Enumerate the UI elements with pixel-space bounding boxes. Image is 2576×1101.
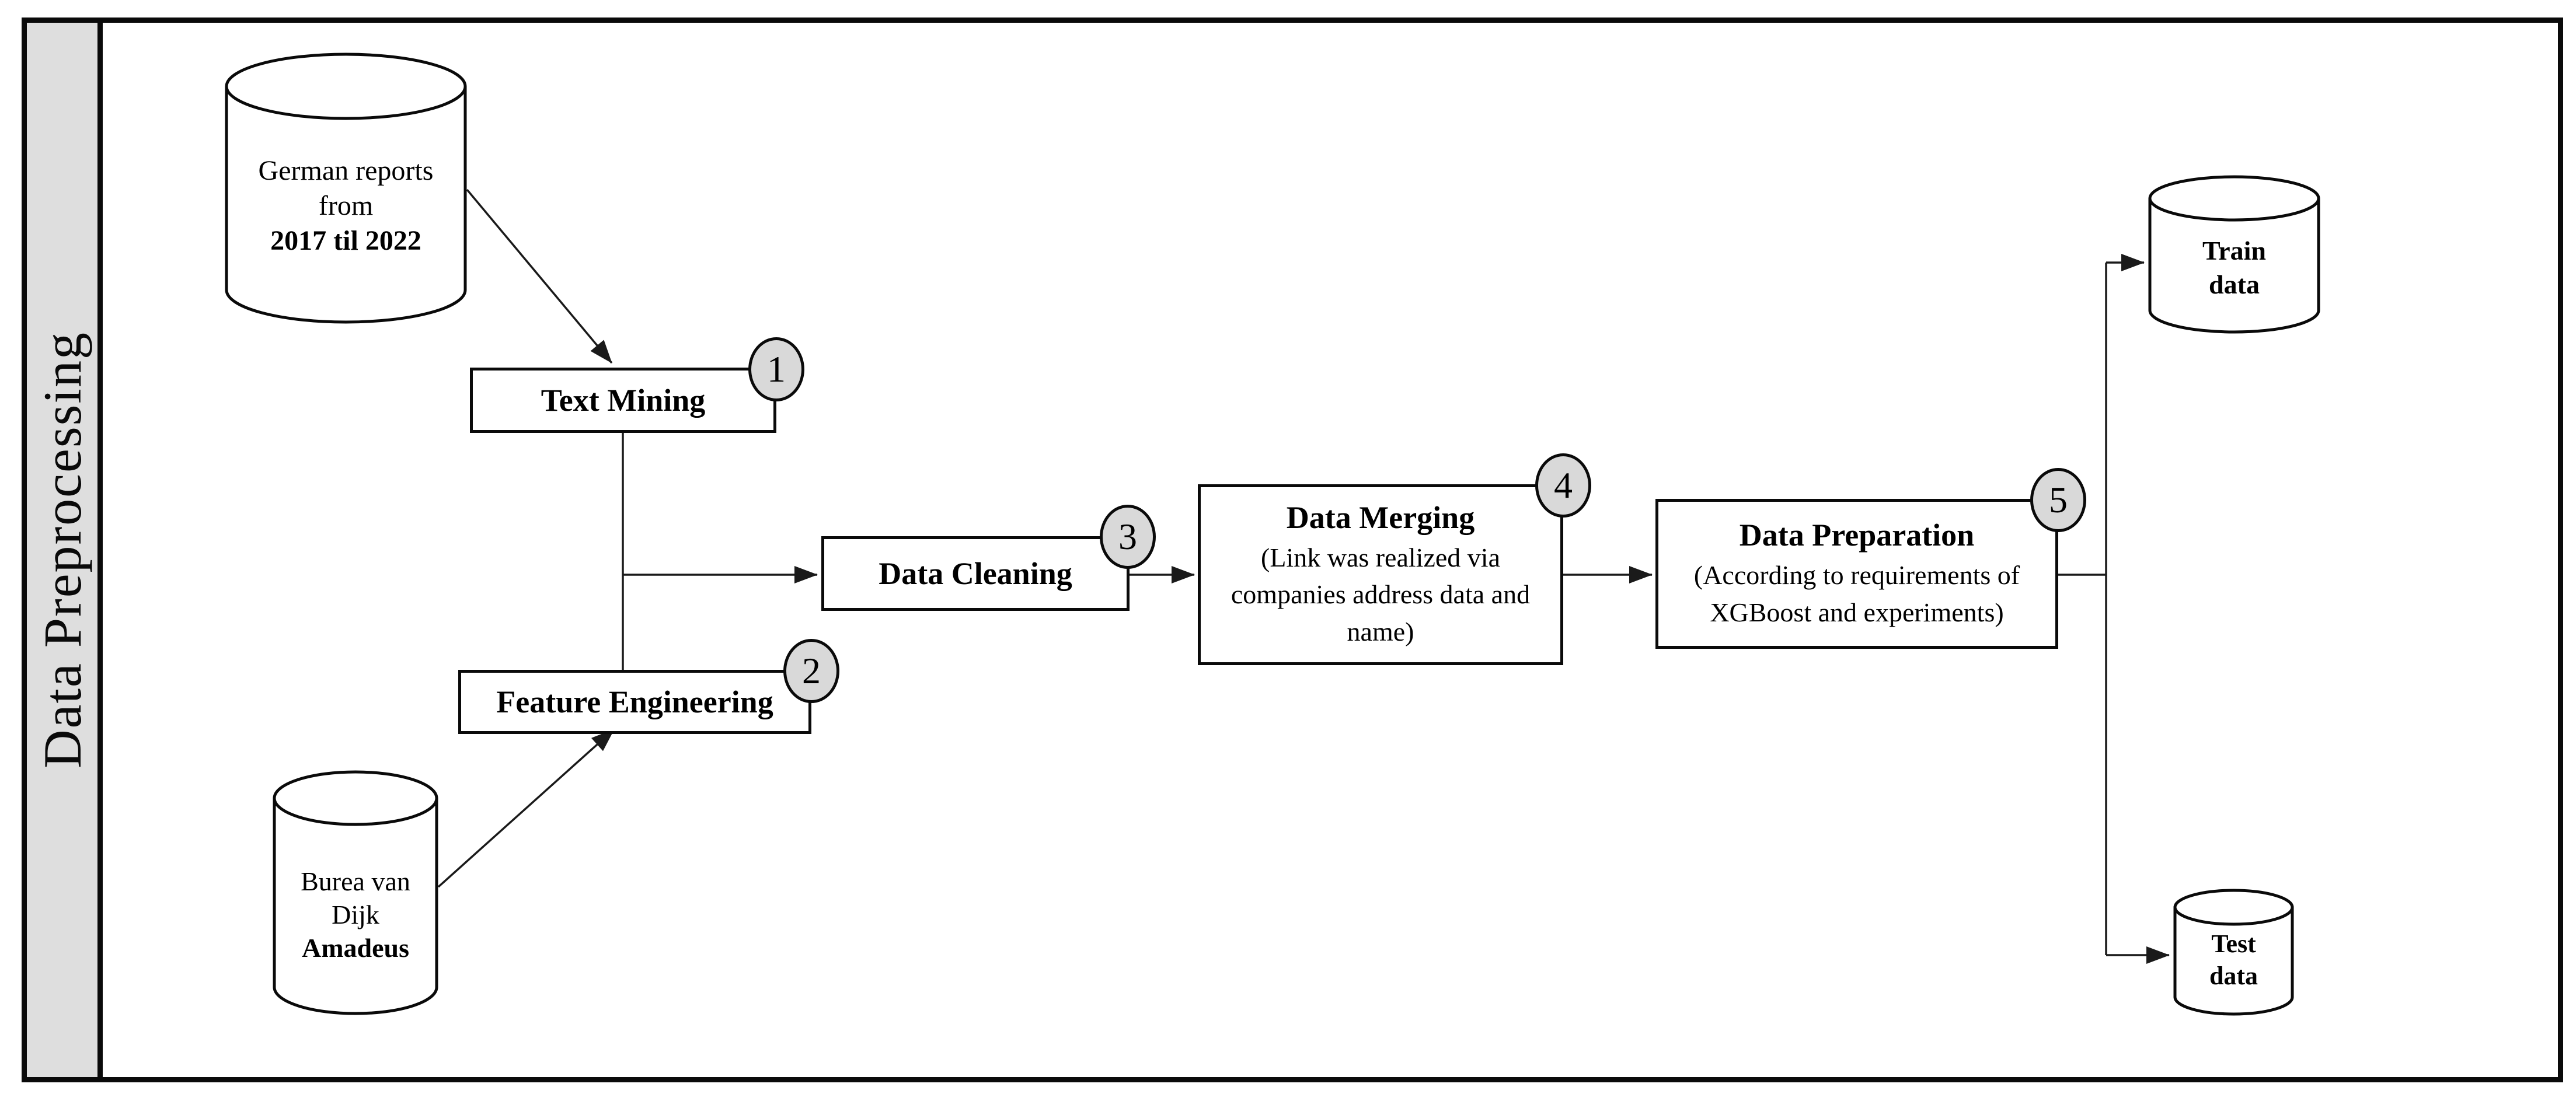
step-number-5: 5 [2049,479,2068,520]
step-number-4: 4 [1554,464,1573,506]
step-number-4-badge: 4 [1535,453,1591,518]
step-data-merging: Data Merging (Link was realized via comp… [1198,484,1563,665]
step-data-merging-title: Data Merging [1286,499,1475,535]
step-number-1: 1 [767,348,786,390]
phase-label: Data Preprocessing [32,331,92,768]
step-number-5-badge: 5 [2030,468,2086,532]
step-feature-engineering-title: Feature Engineering [496,684,773,719]
step-data-merging-subtitle: (Link was realized via companies address… [1231,542,1531,646]
test-data-line2: data [2209,961,2258,990]
database-train-data: Train data [2148,175,2320,334]
bureau-line1: Burea van [301,866,410,896]
step-data-preparation-title: Data Preparation [1739,517,1975,553]
step-text-mining: Text Mining [470,368,776,433]
step-number-3: 3 [1118,516,1137,557]
step-feature-engineering: Feature Engineering [458,670,811,734]
database-cylinder-icon [273,770,438,1015]
train-data-line1: Train [2202,235,2267,265]
step-text-mining-title: Text Mining [541,382,706,418]
database-cylinder-icon [225,53,467,324]
step-number-2-badge: 2 [783,639,839,703]
step-data-preparation-subtitle: (According to requirements of XGBoost an… [1693,560,2020,627]
step-data-preparation: Data Preparation (According to requireme… [1655,499,2058,649]
step-number-2: 2 [802,650,821,691]
german-reports-line2: from [318,190,374,221]
train-data-line2: data [2209,269,2260,299]
step-data-cleaning-title: Data Cleaning [879,555,1072,591]
step-number-3-badge: 3 [1100,505,1156,569]
database-bureau-van-dijk: Burea van Dijk Amadeus [273,770,438,1015]
database-german-reports: German reports from 2017 til 2022 [225,53,467,324]
database-cylinder-icon [2173,889,2294,1016]
german-reports-line1: German reports [258,155,434,186]
step-data-cleaning: Data Cleaning [821,536,1130,611]
german-reports-line3: 2017 til 2022 [270,225,421,256]
step-number-1-badge: 1 [748,337,804,401]
phase-sidebar: Data Preprocessing [27,23,103,1077]
bureau-line3: Amadeus [301,933,410,963]
database-test-data: Test data [2173,889,2294,1016]
bureau-line2: Dijk [332,900,379,929]
database-cylinder-icon [2148,175,2320,334]
test-data-line1: Test [2211,929,2256,958]
